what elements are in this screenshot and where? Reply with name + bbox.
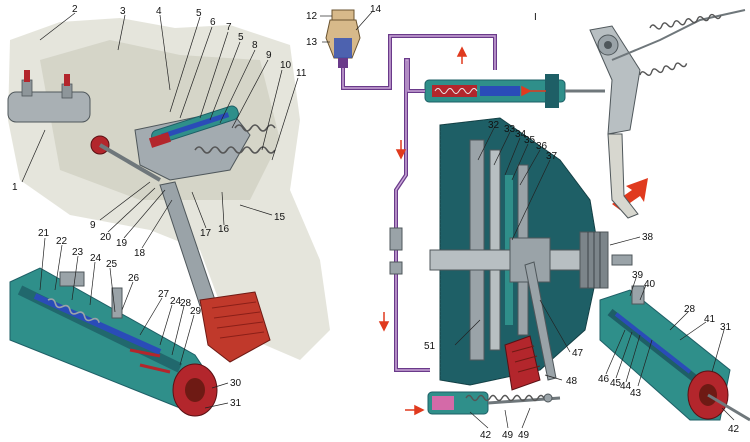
label-24a: 24: [90, 253, 102, 264]
master-cylinder-top: [7, 70, 162, 182]
label-36: 36: [536, 141, 548, 152]
label-51: 51: [424, 341, 436, 352]
label-31b: 31: [720, 322, 732, 333]
label-26: 26: [128, 273, 140, 284]
pedal-bracket-assembly: [134, 105, 251, 181]
label-31a: 31: [230, 398, 242, 409]
label-28b: 28: [684, 304, 696, 315]
label-39: 39: [632, 270, 644, 281]
label-47: 47: [572, 348, 584, 359]
label-20: 20: [100, 232, 112, 243]
label-21: 21: [38, 228, 50, 239]
pressure-pipe-inner: [395, 59, 430, 371]
label-23: 23: [72, 247, 84, 258]
label-30: 30: [230, 378, 242, 389]
reservoir: [325, 9, 361, 68]
label-2: 2: [72, 4, 78, 15]
pipe-union: [389, 227, 403, 251]
label-13: 13: [306, 37, 318, 48]
label-38: 38: [642, 232, 654, 243]
pipe-union-2: [389, 261, 403, 275]
slave-cylinder-right: [599, 285, 750, 422]
callout-labels: [21, 11, 735, 429]
label-19: 19: [116, 238, 128, 249]
label-43: 43: [630, 388, 642, 399]
label-28a: 28: [180, 298, 192, 309]
label-3: 3: [120, 6, 126, 17]
label-37: 37: [546, 151, 558, 162]
label-33: 33: [504, 124, 516, 135]
clutch-pedal: [159, 181, 271, 363]
label-11: 11: [296, 68, 307, 79]
section-marker-text: I: [534, 12, 537, 23]
label-49a: 49: [502, 430, 514, 441]
label-18: 18: [134, 248, 146, 259]
label-25: 25: [106, 259, 118, 270]
label-7: 7: [226, 22, 232, 33]
label-46: 46: [598, 374, 610, 385]
label-17: 17: [200, 228, 212, 239]
label-9b: 9: [90, 220, 96, 231]
schematic-master-cylinder: [424, 74, 605, 108]
label-40: 40: [644, 279, 656, 290]
label-45: 45: [610, 378, 622, 389]
label-8: 8: [252, 40, 258, 51]
label-34: 34: [515, 129, 527, 140]
label-4: 4: [156, 6, 162, 17]
label-48: 48: [566, 376, 578, 387]
label-1: 1: [12, 182, 18, 193]
section-marker: I: [534, 12, 537, 23]
clutch-housing: [429, 117, 633, 386]
label-10: 10: [280, 60, 292, 71]
label-22: 22: [56, 236, 68, 247]
label-44: 44: [620, 381, 632, 392]
label-14: 14: [370, 4, 382, 15]
label-27: 27: [158, 289, 170, 300]
label-42a: 42: [728, 424, 740, 435]
label-42b: 42: [480, 430, 492, 441]
master-cylinder-cutaway: [9, 267, 218, 417]
feed-hose-inner: [342, 35, 496, 89]
label-15: 15: [274, 212, 286, 223]
label-12: 12: [306, 11, 318, 22]
pressure-pipe: [394, 58, 430, 372]
slave-cylinder-lower: [427, 391, 561, 415]
label-9a: 9: [266, 50, 272, 61]
label-35: 35: [524, 135, 536, 146]
label-5a: 5: [196, 8, 202, 19]
label-41: 41: [704, 314, 716, 325]
label-32: 32: [488, 120, 500, 131]
label-texts: 1 2 3 4 5 6 7 5 8 9 10 11 9 20 19 18 17 …: [12, 4, 740, 441]
schematic-pedal: [589, 9, 746, 219]
label-6: 6: [210, 17, 216, 28]
label-5b: 5: [238, 32, 244, 43]
label-16: 16: [218, 224, 230, 235]
label-24b: 24: [170, 296, 182, 307]
label-49b: 49: [518, 430, 530, 441]
label-29: 29: [190, 306, 202, 317]
